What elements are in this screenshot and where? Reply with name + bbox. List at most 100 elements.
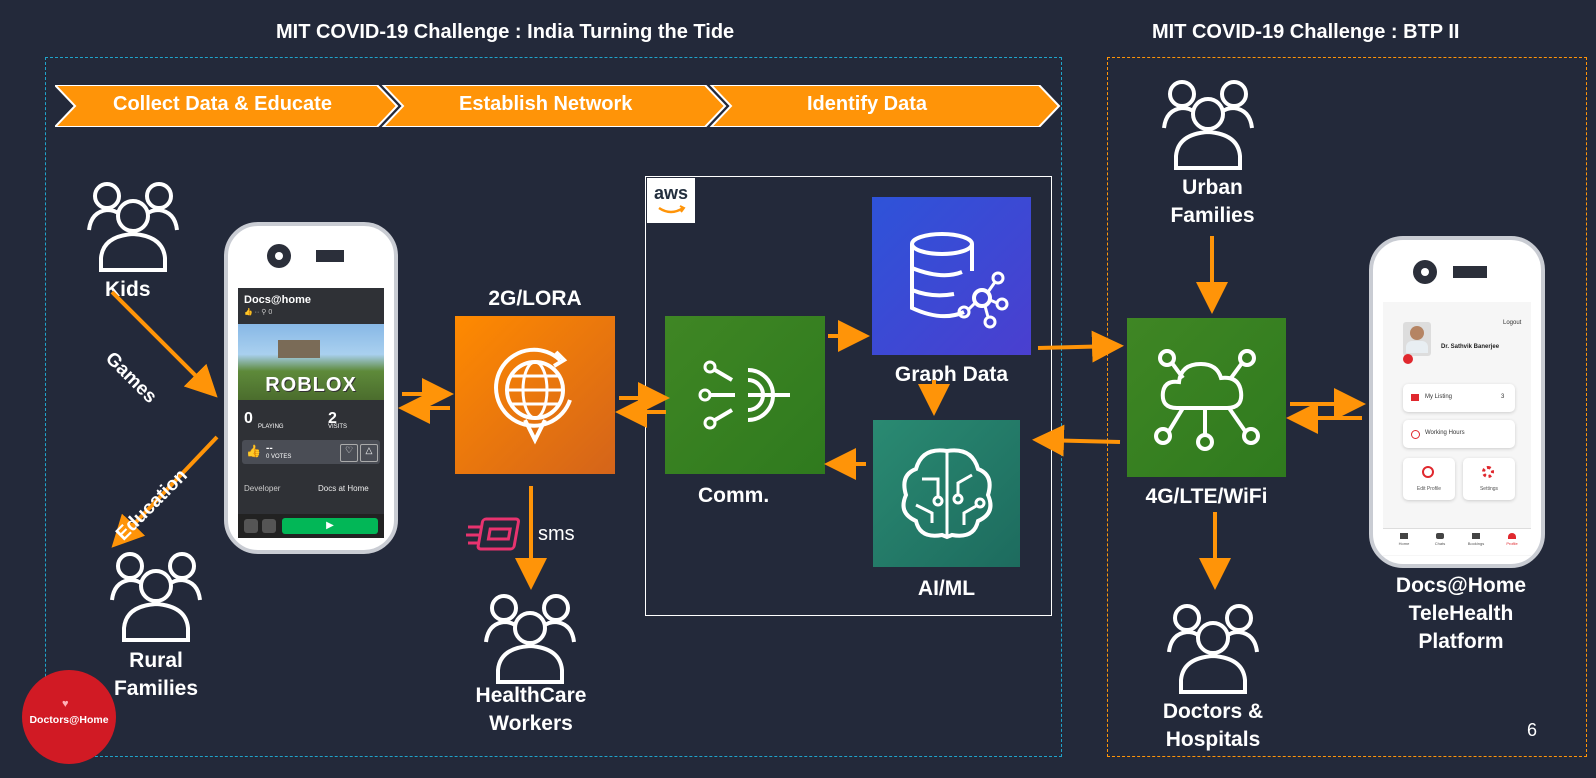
nav-profile[interactable]: Profile bbox=[1506, 541, 1518, 546]
visits-label: VISITS bbox=[328, 424, 348, 430]
aws-logo-text: aws bbox=[653, 183, 689, 203]
arrow-lte-aiml bbox=[1032, 424, 1121, 457]
globe-antenna-icon bbox=[494, 347, 572, 445]
page-number: 6 bbox=[1527, 720, 1538, 740]
nav-home[interactable]: Home bbox=[1398, 541, 1410, 546]
nav-chats[interactable]: Chats bbox=[1434, 541, 1446, 546]
comm-node bbox=[665, 316, 825, 474]
brain-icon bbox=[901, 447, 992, 539]
camera-badge-icon[interactable] bbox=[1403, 354, 1413, 364]
phone-speaker bbox=[316, 250, 344, 262]
right-phone: Logout Dr. Sathvik Banerjee My Listing 3… bbox=[1369, 236, 1545, 568]
app-stats-icons: 👍 ·· ⚲ 0 bbox=[244, 309, 273, 316]
chevron-collect bbox=[55, 85, 399, 127]
notify-bell-icon[interactable]: △ bbox=[360, 444, 378, 462]
chevron-label-network: Establish Network bbox=[459, 93, 633, 115]
phone-camera-icon bbox=[1413, 260, 1437, 284]
votes-label: 0 VOTES bbox=[266, 454, 292, 460]
arrow-kids-phone bbox=[110, 290, 218, 398]
chevron-label-collect: Collect Data & Educate bbox=[113, 93, 332, 115]
visits-count: 2 bbox=[328, 410, 337, 427]
votes-count: -- bbox=[266, 443, 273, 454]
game-thumbnail[interactable]: ROBLOX bbox=[238, 324, 384, 400]
platform-line3: Platform bbox=[1418, 630, 1504, 653]
play-bar: ▶ bbox=[238, 514, 384, 538]
party-icon[interactable] bbox=[262, 519, 276, 533]
healthcare-label-line1: HealthCare bbox=[475, 684, 587, 707]
profile-icon bbox=[1508, 533, 1516, 539]
doctors-label-line2: Hospitals bbox=[1165, 728, 1261, 751]
doctor-avatar bbox=[1403, 322, 1431, 356]
platform-line1: Docs@Home bbox=[1395, 574, 1527, 597]
lora-label: 2G/LORA bbox=[488, 287, 582, 310]
right-phone-screen: Logout Dr. Sathvik Banerjee My Listing 3… bbox=[1383, 302, 1531, 556]
chevron-identify bbox=[709, 85, 1061, 127]
urban-label-line1: Urban bbox=[1182, 176, 1243, 199]
settings-label: Settings bbox=[1479, 486, 1499, 492]
graph-database-icon bbox=[909, 232, 1008, 329]
graph-data-node bbox=[872, 197, 1031, 355]
settings-tile[interactable]: Settings bbox=[1463, 458, 1515, 500]
arrow-phone-rural bbox=[111, 435, 219, 548]
developer-name[interactable]: Docs at Home bbox=[318, 484, 369, 493]
working-hours-item[interactable]: Working Hours bbox=[1403, 420, 1515, 448]
bottom-nav: Home Chats Bookings Profile bbox=[1383, 528, 1531, 555]
healthcare-label-line2: Workers bbox=[489, 712, 573, 735]
listing-label: My Listing bbox=[1425, 394, 1453, 400]
sms-icon bbox=[466, 517, 520, 551]
chat-icon[interactable] bbox=[244, 519, 258, 533]
playing-count: 0 bbox=[244, 410, 253, 427]
doctors-label-line1: Doctors & bbox=[1162, 700, 1264, 723]
process-chevrons bbox=[55, 85, 1061, 127]
edit-profile-icon bbox=[1422, 466, 1434, 478]
iot-core-icon bbox=[698, 360, 790, 430]
doctors-at-home-logo: ♥ Doctors@Home bbox=[22, 670, 116, 764]
right-section-frame bbox=[1107, 57, 1587, 757]
developer-label: Developer bbox=[244, 484, 281, 493]
game-house bbox=[278, 340, 320, 358]
comm-label: Comm. bbox=[698, 484, 770, 507]
left-phone-screen: Docs@home 👍 ·· ⚲ 0 ROBLOX 0 PLAYING 2 VI… bbox=[238, 288, 384, 538]
sms-label: sms bbox=[538, 523, 575, 545]
bookings-icon bbox=[1472, 533, 1480, 539]
clock-icon bbox=[1411, 430, 1420, 439]
rural-label: Rural Families bbox=[100, 647, 212, 703]
chevron-label-identify: Identify Data bbox=[807, 93, 928, 115]
platform-label: Docs@Home TeleHealth Platform bbox=[1381, 572, 1541, 656]
doctors-label: Doctors & Hospitals bbox=[1148, 698, 1278, 754]
play-button[interactable]: ▶ bbox=[282, 518, 378, 534]
follow-heart-icon[interactable]: ♡ bbox=[340, 444, 358, 462]
playing-label: PLAYING bbox=[258, 424, 284, 430]
rural-label-line2: Families bbox=[113, 677, 199, 700]
votes-bar[interactable]: 👍 -- 0 VOTES ♡ △ bbox=[242, 440, 380, 464]
phone-camera-icon bbox=[267, 244, 291, 268]
heart-icon: ♥ bbox=[62, 698, 69, 710]
thumbs-up-icon: 👍 bbox=[246, 444, 261, 458]
listing-count: 3 bbox=[1501, 394, 1505, 400]
logout-link[interactable]: Logout bbox=[1503, 320, 1522, 326]
home-icon bbox=[1400, 533, 1408, 539]
settings-gear-icon bbox=[1482, 466, 1494, 478]
cloud-network-icon bbox=[1153, 348, 1260, 451]
healthcare-label: HealthCare Workers bbox=[466, 682, 596, 738]
aiml-node bbox=[873, 420, 1020, 567]
edit-profile-tile[interactable]: Edit Profile bbox=[1403, 458, 1455, 500]
lora-network-node bbox=[455, 316, 615, 474]
logo-text: Doctors@Home bbox=[29, 714, 109, 726]
my-listing-item[interactable]: My Listing 3 bbox=[1403, 384, 1515, 412]
lte-label: 4G/LTE/WiFi bbox=[1145, 485, 1268, 508]
left-phone: Docs@home 👍 ·· ⚲ 0 ROBLOX 0 PLAYING 2 VI… bbox=[224, 222, 398, 554]
game-title: ROBLOX bbox=[265, 374, 357, 396]
doctor-name: Dr. Sathvik Banerjee bbox=[1441, 344, 1500, 350]
chats-icon bbox=[1436, 533, 1444, 539]
arrow-graph-lte bbox=[1037, 330, 1124, 363]
left-section-frame bbox=[45, 57, 1062, 757]
working-hours-label: Working Hours bbox=[1425, 430, 1465, 436]
listing-icon bbox=[1411, 394, 1419, 401]
phone-speaker bbox=[1453, 266, 1487, 278]
aws-logo: aws bbox=[647, 178, 695, 223]
graph-data-label: Graph Data bbox=[894, 363, 1009, 386]
chevron-network bbox=[381, 85, 727, 127]
nav-bookings[interactable]: Bookings bbox=[1467, 541, 1485, 546]
